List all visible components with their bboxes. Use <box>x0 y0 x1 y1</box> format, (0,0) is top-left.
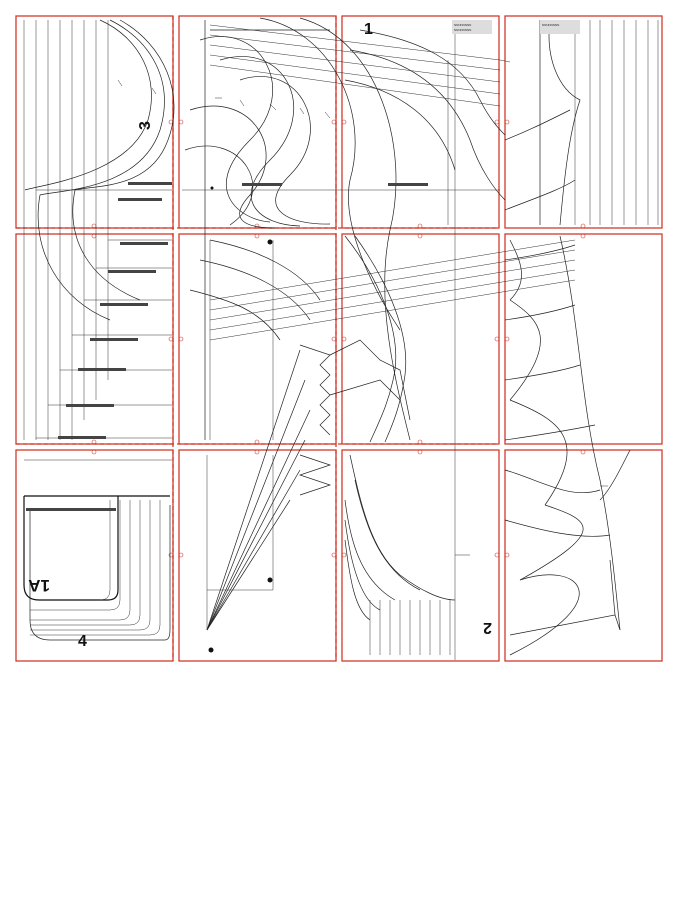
tile-r3c3 <box>341 449 500 662</box>
svg-text:NNNNNNNN: NNNNNNNN <box>454 28 471 32</box>
piece-2-lines <box>344 454 470 655</box>
piece-1-label: 1 <box>364 21 373 38</box>
piece-1-lines <box>182 17 511 441</box>
tile-r2c4 <box>504 233 663 445</box>
piece-4-lines <box>23 495 171 641</box>
tile-r3c2 <box>178 449 337 662</box>
piece-1-band-lines: NNNNNNNN NNNNNNNN <box>344 20 506 660</box>
center-band-lines <box>189 235 576 443</box>
piece-3-label: 3 <box>137 121 154 130</box>
tile-grid <box>15 15 663 662</box>
svg-text:NNNNNNNN: NNNNNNNN <box>454 23 471 27</box>
piece-4-label: 4 <box>78 633 87 650</box>
piece-column4-lower-lines <box>504 235 631 656</box>
piece-fan-lines <box>206 186 332 653</box>
piece-column4-lines: NNNNNNNN <box>504 19 659 226</box>
tile-r2c2 <box>178 233 337 445</box>
piece-labels: 1 3 1A 4 2 <box>28 21 492 650</box>
tile-r3c4 <box>504 449 663 662</box>
tile-r3c1 <box>15 449 174 662</box>
piece-1a-label: 1A <box>28 576 50 595</box>
tile-r1c4 <box>504 15 663 229</box>
svg-text:NNNNNNNN: NNNNNNNN <box>542 23 559 27</box>
tile-r1c2 <box>178 15 337 229</box>
tile-r1c3 <box>341 15 500 229</box>
piece-3-lines <box>23 19 175 461</box>
piece-2-label: 2 <box>483 619 492 636</box>
